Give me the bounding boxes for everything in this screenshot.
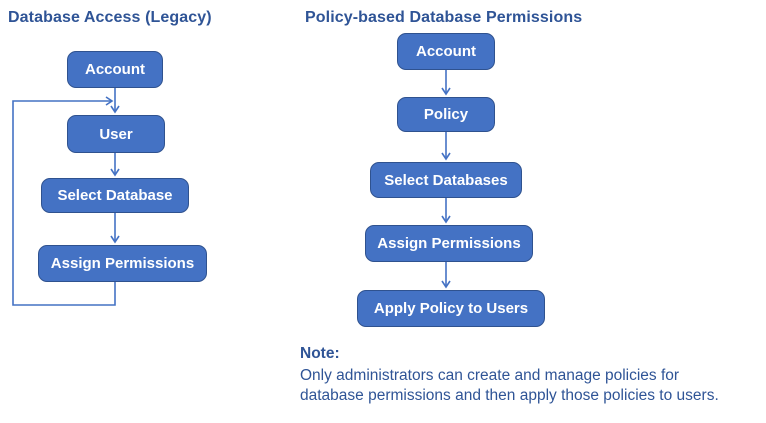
note-body-line-1: Only administrators can create and manag… <box>300 367 680 384</box>
node-policy-assign-permissions: Assign Permissions <box>365 225 533 262</box>
left-chart-title: Database Access (Legacy) <box>8 9 212 26</box>
node-legacy-select-database: Select Database <box>41 178 189 213</box>
node-policy-policy: Policy <box>397 97 495 132</box>
node-legacy-assign-permissions: Assign Permissions <box>38 245 207 282</box>
note-block: Note: Only administrators can create and… <box>300 344 766 406</box>
right-chart-title: Policy-based Database Permissions <box>305 9 583 26</box>
node-policy-apply-policy-to-users: Apply Policy to Users <box>357 290 545 327</box>
node-legacy-account: Account <box>67 51 163 88</box>
node-policy-account: Account <box>397 33 495 70</box>
node-legacy-user: User <box>67 115 165 153</box>
note-body-line-2: database permissions and then apply thos… <box>300 387 719 404</box>
note-heading: Note: <box>300 345 340 362</box>
node-policy-select-databases: Select Databases <box>370 162 522 198</box>
